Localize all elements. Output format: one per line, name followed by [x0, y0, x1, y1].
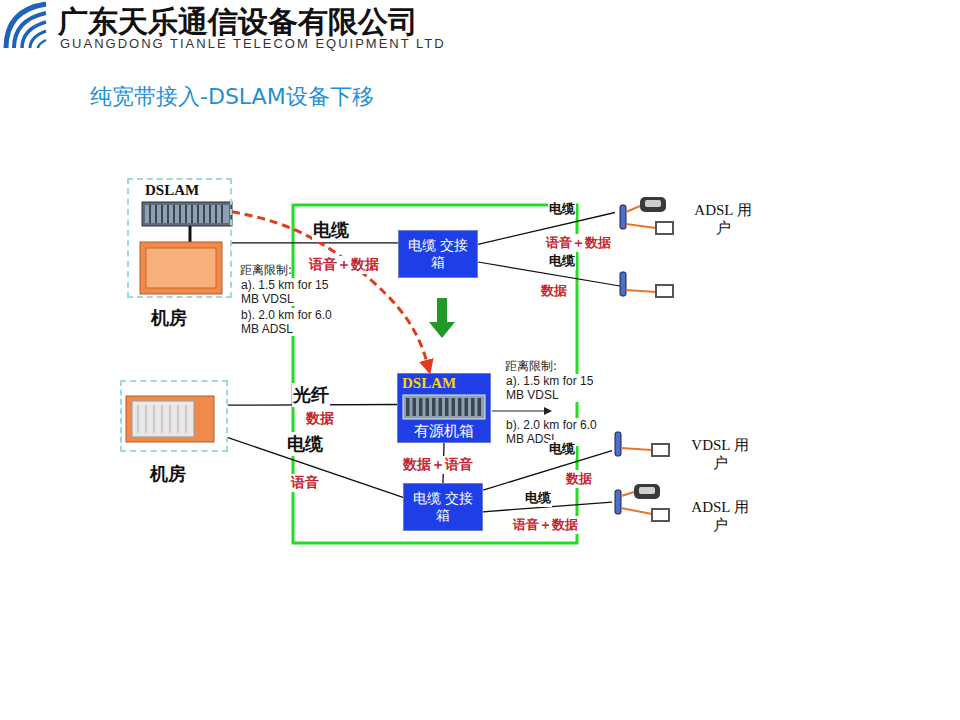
rack-slots [138, 405, 186, 433]
pc [656, 285, 673, 297]
dslam-card [458, 398, 462, 416]
edge-label: 电缆 [286, 432, 324, 456]
edge-label: 电缆 [312, 218, 350, 242]
dslam-card [471, 398, 475, 416]
room-name: 机房 [151, 306, 187, 330]
move-down-arrow [429, 298, 455, 338]
phone-keys [639, 487, 655, 494]
dslam-device-icon [402, 394, 486, 420]
cabinet-name: 有源机箱 [414, 422, 474, 440]
dslam-card [445, 398, 449, 416]
dslam-chassis [403, 395, 485, 419]
modem [615, 490, 621, 514]
dslam-card [426, 398, 430, 416]
distance-note: 距离限制: [240, 262, 292, 279]
pc [652, 444, 669, 456]
cross-connect-box: 电缆 交接箱 [398, 230, 478, 278]
signal-label: 语音＋数据 [545, 234, 612, 252]
phone-keys [645, 200, 661, 207]
modem [620, 272, 626, 296]
dslam-card [439, 398, 443, 416]
exchange-rack [126, 396, 214, 442]
switch-rack [140, 242, 222, 294]
phone [634, 484, 660, 499]
modem [615, 432, 621, 456]
user-terminal: ADSL 用户 [615, 195, 765, 245]
dslam-card [419, 398, 423, 416]
dslam-card [413, 398, 417, 416]
edge-label: 电缆 [524, 489, 552, 507]
box-title: 电缆 交接箱 [407, 237, 469, 272]
equipment-name: DSLAM [402, 375, 456, 392]
machine-room-group: DSLAM机房 [127, 178, 232, 298]
dslam-card [406, 398, 410, 416]
signal-label: 数据 [305, 410, 335, 428]
distance-note: 距离限制: [505, 358, 557, 375]
signal-label: 数据 [565, 470, 593, 488]
distance-arrow [492, 410, 546, 411]
user-equipment [615, 197, 673, 521]
signal-label: 语音＋数据 [308, 256, 380, 274]
rack-door [132, 401, 194, 437]
signal-label: 数据 [540, 282, 568, 300]
distance-note: a). 1.5 km for 15 MB VDSL [505, 374, 607, 402]
cable-label: 电缆 [548, 252, 576, 270]
modem [620, 205, 626, 229]
pc [652, 509, 669, 521]
edge-label: 电缆 [548, 440, 576, 458]
dslam-cards [406, 398, 481, 416]
user-wire [626, 290, 656, 292]
rack-link [189, 226, 192, 242]
dslam-card [478, 398, 482, 416]
equipment-name: DSLAM [145, 182, 199, 199]
box-title: 电缆 交接箱 [412, 490, 474, 525]
user-terminal: ADSL 用户 [612, 486, 762, 532]
distance-note: a). 1.5 km for 15 MB VDSL [240, 278, 342, 306]
dslam-card [465, 398, 469, 416]
dslam-card [432, 398, 436, 416]
user-terminal: VDSL 用户 [612, 430, 762, 476]
logo-stroke [38, 40, 46, 48]
dslam-panel [145, 205, 229, 223]
machine-room-group: 机房 [120, 380, 228, 452]
distance-note: b). 2.0 km for 6.0 MB ADSL [240, 308, 342, 336]
user-wire [621, 448, 652, 450]
signal-label: 语音＋数据 [512, 516, 579, 534]
arrow-head [544, 407, 552, 415]
dslam-card [452, 398, 456, 416]
edge-label: 数据＋语音 [402, 456, 474, 474]
user-name: ADSL 用户 [684, 498, 756, 534]
pc [656, 222, 673, 234]
edge-label: 光纤 [292, 383, 330, 407]
logo-stroke [22, 22, 46, 48]
room-name: 机房 [150, 462, 186, 486]
user-name: VDSL 用户 [684, 436, 756, 472]
logo-stroke [14, 13, 46, 48]
company-name-en: GUANGDONG TIANLE TELECOM EQUIPMENT LTD [60, 36, 446, 51]
company-logo [6, 4, 46, 48]
logo-stroke [6, 4, 46, 48]
logo-stroke [30, 31, 46, 48]
dslam-chassis [142, 202, 232, 226]
phone [640, 197, 666, 212]
active-cabinet: DSLAM 有源机箱 [397, 373, 491, 443]
switch-rack [126, 396, 214, 442]
edge-label: 电缆 [548, 200, 576, 218]
slide-title: 纯宽带接入-DSLAM设备下移 [90, 82, 374, 112]
dslam-cards [150, 205, 222, 223]
cable-line [232, 242, 398, 243]
cross-connect-box: 电缆 交接箱 [403, 483, 483, 531]
dslam-rack [140, 202, 232, 294]
user-name: ADSL 用户 [687, 201, 759, 237]
signal-label: 语音 [290, 474, 320, 492]
rack-door [146, 248, 216, 288]
